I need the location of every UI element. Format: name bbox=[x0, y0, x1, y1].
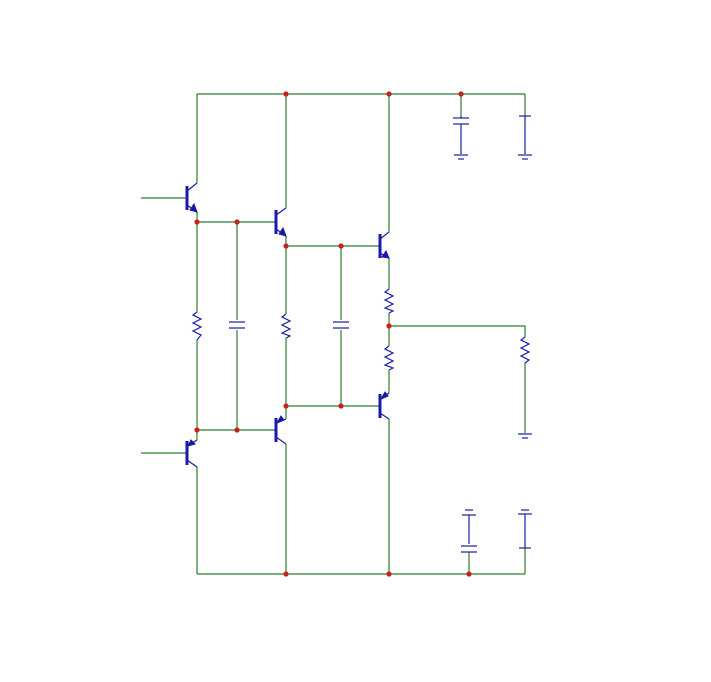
transistor-q3 bbox=[378, 231, 390, 259]
junction-dot bbox=[283, 91, 289, 97]
battery-v2 bbox=[518, 509, 532, 549]
junction-dots bbox=[194, 91, 472, 577]
junction-dot bbox=[194, 427, 200, 433]
junction-dot bbox=[194, 219, 200, 225]
junction-dot bbox=[234, 219, 240, 225]
transistor-q2 bbox=[274, 207, 287, 237]
transistor-q1 bbox=[185, 182, 198, 213]
junction-dot bbox=[386, 323, 392, 329]
junction-dot bbox=[234, 427, 240, 433]
capacitor-c2 bbox=[333, 321, 349, 329]
battery-v1 bbox=[518, 115, 532, 160]
junction-dot bbox=[386, 571, 392, 577]
junction-dot bbox=[338, 243, 344, 249]
resistor-r1 bbox=[191, 311, 203, 341]
junction-dot bbox=[466, 571, 472, 577]
resistor-r5 bbox=[519, 336, 531, 364]
junction-dot bbox=[338, 403, 344, 409]
transistor-q4 bbox=[185, 439, 198, 468]
resistor-r3 bbox=[383, 288, 395, 314]
junction-dot bbox=[283, 243, 289, 249]
junction-dot bbox=[283, 403, 289, 409]
resistor-r4 bbox=[383, 345, 395, 371]
capacitor-c4 bbox=[461, 509, 477, 553]
junction-dot bbox=[386, 91, 392, 97]
resistor-r2 bbox=[280, 313, 292, 339]
transistor-q6 bbox=[378, 391, 390, 420]
junction-dot bbox=[283, 571, 289, 577]
capacitor-c3 bbox=[453, 116, 469, 160]
junction-dot bbox=[458, 91, 464, 97]
transistor-q5 bbox=[274, 415, 287, 445]
ground-symbol bbox=[518, 433, 532, 439]
capacitor-c1 bbox=[229, 321, 245, 329]
